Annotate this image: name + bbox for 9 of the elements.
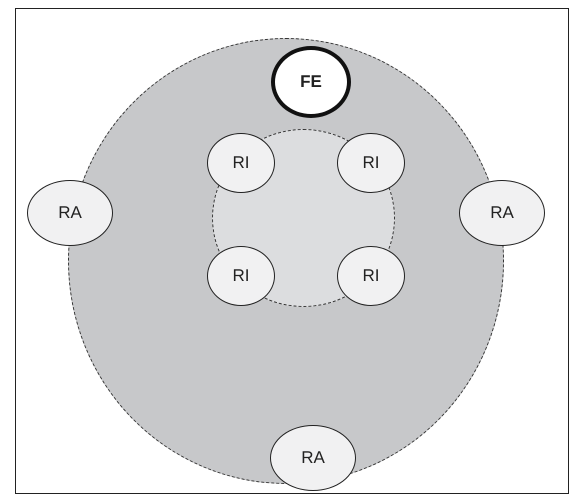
node-label: RI: [232, 266, 250, 286]
node-label: RA: [58, 203, 82, 223]
node-label: RI: [362, 153, 380, 173]
node-label: RI: [232, 153, 250, 173]
ellipse: [337, 133, 405, 193]
node-label: RA: [490, 203, 514, 223]
node-label: FE: [300, 72, 322, 92]
node-label: RA: [301, 448, 325, 468]
node-label: RI: [362, 266, 380, 286]
